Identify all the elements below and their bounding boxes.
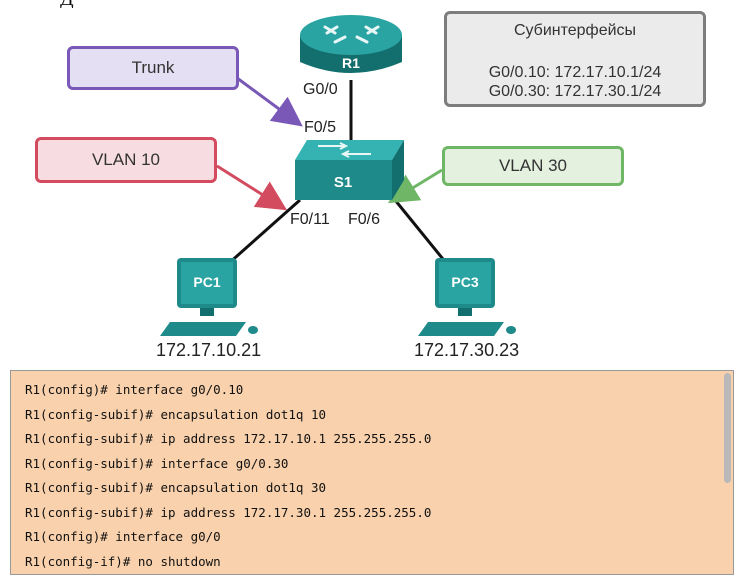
pc1-label: PC1: [193, 274, 220, 290]
switch-icon: [295, 140, 404, 200]
subinterface-line: G0/0.10: 172.17.10.1/24: [488, 64, 662, 81]
pc3-ip-address: 172.17.30.23: [414, 340, 520, 360]
pc1-icon: [160, 258, 258, 336]
console-scrollbar[interactable]: [724, 373, 731, 483]
port-label-f0-6: F0/6: [348, 211, 381, 228]
port-label-f0-5: F0/5: [304, 119, 337, 136]
subinterfaces-title: Субинтерфейсы: [513, 22, 637, 39]
router-label: R1: [342, 55, 360, 71]
vlan30-callout: VLAN 30: [442, 146, 624, 186]
port-label-g0-0: G0/0: [303, 81, 338, 98]
vlan30-arrow: [387, 168, 443, 204]
router-icon: [300, 15, 402, 73]
pc3-icon: [418, 258, 516, 336]
cli-line: R1(config-subif)# ip address 172.17.30.1…: [25, 504, 432, 520]
cli-console[interactable]: R1(config)# interface g0/0.10 R1(config-…: [10, 370, 734, 575]
cli-line: R1(config-subif)# encapsulation dot1q 10: [25, 406, 327, 422]
cli-line: R1(config-if)# no shutdown: [25, 553, 221, 569]
port-label-f0-11: F0/11: [290, 211, 330, 228]
topology-diagram: R1 S1 PC1 PC3: [160, 15, 516, 336]
vlan10-callout: VLAN 10: [35, 137, 217, 183]
cli-line: R1(config-subif)# interface g0/0.30: [25, 455, 289, 471]
vlan10-arrow: [216, 164, 288, 211]
cli-line: R1(config-subif)# ip address 172.17.10.1…: [25, 431, 432, 446]
cutoff-header-text: Д: [60, 0, 320, 8]
cli-line: R1(config)# interface g0/0: [25, 529, 221, 544]
trunk-callout: Trunk: [67, 46, 239, 90]
subinterfaces-box: Субинтерфейсы G0/0.10: 172.17.10.1/24 G0…: [444, 11, 706, 107]
pc3-label: PC3: [451, 274, 478, 290]
cli-line: R1(config)# interface g0/0.10: [25, 382, 244, 397]
cli-line: R1(config-subif)# encapsulation dot1q 30: [25, 480, 327, 495]
trunk-arrow: [236, 76, 303, 127]
pc1-ip-address: 172.17.10.21: [156, 340, 262, 360]
switch-label: S1: [334, 174, 352, 191]
subinterface-line: G0/0.30: 172.17.30.1/24: [488, 83, 662, 100]
